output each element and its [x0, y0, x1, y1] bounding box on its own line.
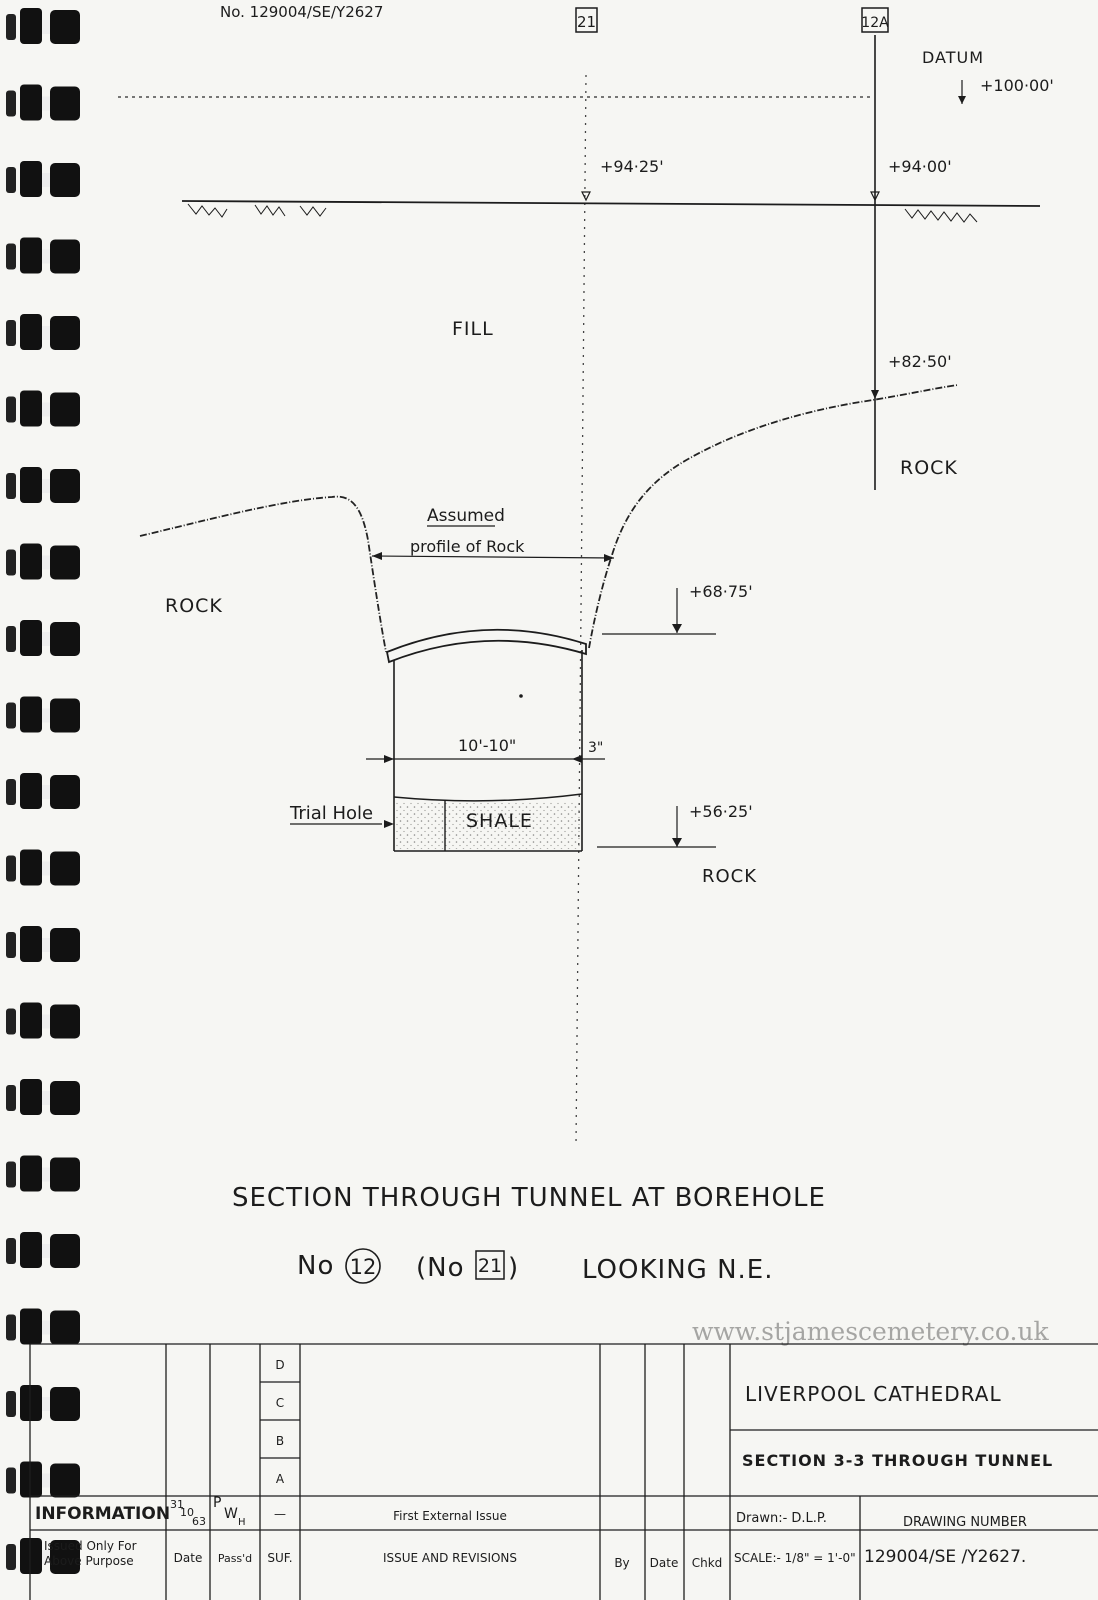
- svg-text:profile of Rock: profile of Rock: [410, 537, 525, 556]
- binding-ring: [6, 1002, 80, 1039]
- tunnel-width-dimension: 10'-10" 3": [366, 736, 605, 763]
- passed-initials: P W H: [213, 1495, 246, 1528]
- svg-text:A: A: [276, 1472, 285, 1486]
- borehole-tag-12a: 12A: [861, 7, 889, 33]
- crown-level: +68·75': [602, 582, 753, 635]
- rock-level-12a: +82·50': [871, 352, 952, 399]
- svg-text:+94·00': +94·00': [888, 157, 952, 176]
- svg-text:DATUM: DATUM: [922, 48, 984, 67]
- svg-text:LOOKING N.E.: LOOKING N.E.: [582, 1255, 773, 1285]
- tunnel-section: [385, 628, 587, 852]
- binding-ring: [6, 1155, 80, 1192]
- drawing-number: 129004/SE /Y2627.: [864, 1547, 1026, 1567]
- col-issue: ISSUE AND REVISIONS: [383, 1551, 517, 1565]
- rock-profile-line: [139, 384, 959, 653]
- drawn-by: Drawn:- D.L.P.: [736, 1511, 827, 1526]
- svg-text:B: B: [276, 1434, 284, 1448]
- svg-text:63: 63: [192, 1515, 206, 1528]
- revision-letters: D C B A —: [274, 1358, 286, 1521]
- binding-ring: [6, 849, 80, 886]
- svg-text:P: P: [213, 1495, 221, 1511]
- binding-ring: [6, 1461, 80, 1498]
- svg-text:21: 21: [577, 13, 596, 31]
- svg-text:—: —: [274, 1507, 286, 1521]
- datum-level: DATUM +100·00': [922, 48, 1054, 104]
- section-title-line1: SECTION THROUGH TUNNEL AT BOREHOLE: [232, 1183, 826, 1213]
- drawing-number-label: DRAWING NUMBER: [903, 1515, 1027, 1530]
- svg-text:Assumed: Assumed: [427, 506, 505, 526]
- svg-text:10: 10: [180, 1506, 194, 1519]
- binding-ring: [6, 620, 80, 656]
- binding-ring: [6, 467, 80, 503]
- svg-text:): ): [508, 1253, 519, 1283]
- rock-label-left: ROCK: [165, 595, 223, 617]
- binding-ring: [6, 237, 80, 274]
- status-note-2: Above Purpose: [44, 1554, 134, 1568]
- project-title: LIVERPOOL CATHEDRAL: [745, 1382, 1002, 1406]
- svg-text:12A: 12A: [861, 15, 889, 31]
- borehole-21-line: [575, 74, 587, 1146]
- fill-label: FILL: [452, 318, 494, 340]
- ground-level-21: +94·25': [581, 157, 664, 202]
- svg-text:+94·25': +94·25': [600, 157, 664, 176]
- watermark: www.stjamescemetery.co.uk: [692, 1317, 1050, 1346]
- svg-text:10'-10": 10'-10": [458, 736, 516, 755]
- col-by: By: [614, 1556, 629, 1570]
- binding-ring: [6, 314, 80, 350]
- drawing-ref-top: No. 129004/SE/Y2627: [220, 3, 383, 21]
- svg-text:W: W: [224, 1506, 238, 1522]
- svg-text:31: 31: [170, 1498, 184, 1511]
- svg-text:D: D: [275, 1358, 284, 1372]
- invert-level: +56·25': [597, 802, 753, 848]
- binding-ring: [6, 161, 80, 197]
- title-block: [29, 1343, 1098, 1600]
- svg-text:+82·50': +82·50': [888, 352, 952, 371]
- status-note-1: Issued Only For: [44, 1539, 137, 1553]
- svg-text:21: 21: [478, 1255, 502, 1277]
- svg-text:+56·25': +56·25': [689, 802, 753, 821]
- svg-text:C: C: [276, 1396, 284, 1410]
- status-information: INFORMATION: [35, 1504, 170, 1524]
- svg-text:(No: (No: [416, 1253, 465, 1283]
- ground-surface: [181, 200, 1041, 223]
- col-passd: Pass'd: [218, 1552, 252, 1565]
- svg-text:Trial Hole: Trial Hole: [289, 803, 373, 824]
- first-external-issue: First External Issue: [393, 1509, 507, 1523]
- binding-ring: [6, 696, 80, 733]
- ground-level-12a: +94·00': [870, 157, 952, 202]
- svg-text:H: H: [238, 1517, 246, 1528]
- binding-ring: [6, 773, 80, 809]
- binding-ring: [6, 926, 80, 962]
- binding-ring: [6, 8, 80, 44]
- col-date: Date: [174, 1551, 203, 1565]
- binding-ring: [6, 1385, 80, 1421]
- binding-ring: [6, 390, 80, 427]
- binding-ring: [6, 1538, 80, 1574]
- shale-label: SHALE: [466, 810, 533, 832]
- rock-label-bottom: ROCK: [702, 866, 757, 887]
- svg-text:+100·00': +100·00': [980, 76, 1054, 95]
- rock-label-right: ROCK: [900, 457, 958, 479]
- svg-text:No: No: [297, 1251, 334, 1281]
- drawing-title: SECTION 3-3 THROUGH TUNNEL: [742, 1451, 1053, 1470]
- svg-text:3": 3": [588, 740, 603, 756]
- col-chkd: Chkd: [692, 1556, 723, 1570]
- spiral-binding: [6, 8, 80, 1574]
- col-suf: SUF.: [267, 1551, 292, 1565]
- binding-ring: [6, 1079, 80, 1115]
- svg-text:+68·75': +68·75': [689, 582, 753, 601]
- binding-ring: [6, 84, 80, 121]
- issue-date: 31 10 63: [170, 1498, 206, 1528]
- scale: SCALE:- 1/8" = 1'-0": [734, 1551, 856, 1565]
- borehole-tag-21: 21: [575, 7, 598, 33]
- col-date2: Date: [650, 1556, 679, 1570]
- binding-ring: [6, 543, 80, 580]
- assumed-profile-note: Assumed profile of Rock: [371, 506, 615, 562]
- binding-ring: [6, 1308, 80, 1345]
- svg-text:12: 12: [350, 1255, 377, 1279]
- section-title-line2: No 12 (No 21 ) LOOKING N.E.: [297, 1248, 773, 1285]
- trial-hole-note: Trial Hole: [289, 803, 394, 828]
- binding-ring: [6, 1232, 80, 1268]
